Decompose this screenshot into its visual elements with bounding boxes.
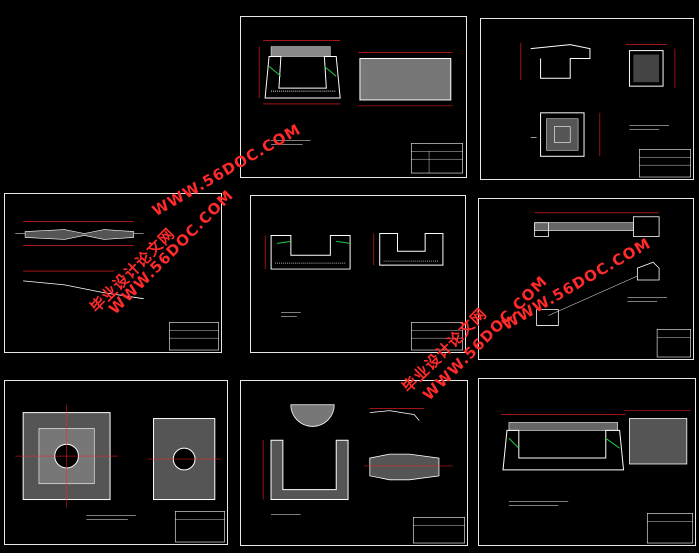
drawing-sheet-1[interactable] [240, 16, 467, 178]
sheet-4-drawing [264, 233, 463, 351]
sheet-1-drawing [258, 40, 463, 174]
sheet-5-drawing [534, 212, 691, 358]
sheet-2-drawing [520, 42, 691, 178]
sheet-8-drawing [501, 410, 694, 544]
drawing-sheet-7[interactable] [240, 380, 468, 546]
drawing-sheet-8[interactable] [478, 378, 696, 546]
sheet-3-drawing [15, 221, 219, 351]
sheet-6-drawing [15, 404, 225, 543]
drawing-sheet-3[interactable] [4, 193, 222, 353]
sheet-7-drawing [262, 404, 465, 544]
drawing-sheet-6[interactable] [4, 380, 228, 545]
drawing-sheet-2[interactable] [480, 18, 694, 180]
drawing-sheet-4[interactable] [250, 195, 466, 353]
drawing-sheet-5[interactable] [478, 198, 694, 360]
